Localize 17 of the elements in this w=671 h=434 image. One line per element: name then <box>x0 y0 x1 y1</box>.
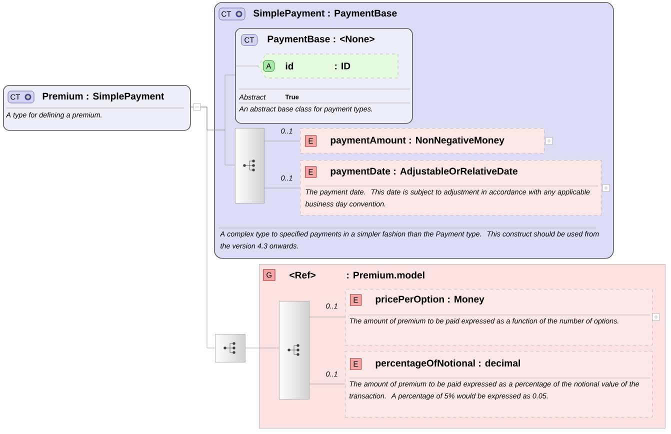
type-name: : Premium.model <box>347 272 424 279</box>
type-name: SimplePayment : PaymentBase <box>253 10 397 18</box>
type-name: pricePerOption : Money <box>376 296 484 304</box>
connector <box>309 316 346 318</box>
type-name: Premium : SimplePayment <box>42 92 164 102</box>
type-name: <Ref> <box>290 272 316 279</box>
connector <box>264 140 300 142</box>
connector <box>190 106 216 348</box>
type-name: paymentDate : AdjustableOrRelativeDate <box>330 168 518 176</box>
type-name: percentageOfNotional : decimal <box>376 360 520 368</box>
type-name: paymentAmount : NonNegativeMoney <box>330 136 504 146</box>
sequence-box <box>235 128 264 204</box>
type-name: : ID <box>335 62 350 70</box>
type-name: id <box>286 62 294 70</box>
sequence-box <box>215 334 246 362</box>
type-name: PaymentBase : <None> <box>268 36 374 44</box>
sequence-box <box>279 301 310 400</box>
